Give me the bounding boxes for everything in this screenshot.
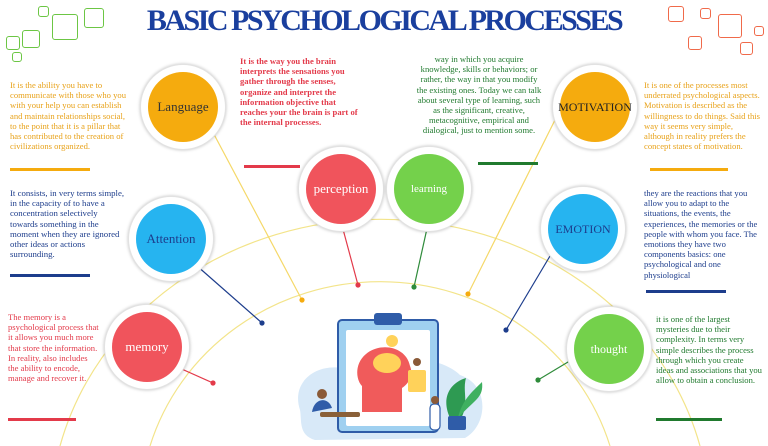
decor-square xyxy=(740,42,753,55)
connector-dot-memory xyxy=(210,380,216,386)
lightbulb-icon xyxy=(386,335,398,347)
connector-dot-motivation xyxy=(465,291,471,297)
emotion-label: EMOTION xyxy=(555,221,611,236)
person-sitting-head xyxy=(413,358,421,366)
learning-label: learning xyxy=(410,183,448,195)
memory-underline xyxy=(8,418,76,421)
motivation-text: It is one of the processes most underrat… xyxy=(644,80,761,152)
memory-node[interactable]: memory xyxy=(112,312,182,382)
perception-label: perception xyxy=(313,181,369,196)
decor-square xyxy=(754,26,764,36)
thought-label: thought xyxy=(590,341,628,356)
connector-emotion xyxy=(505,255,551,331)
books-icon xyxy=(408,370,426,392)
emotion-underline xyxy=(646,290,726,293)
decor-square xyxy=(38,6,49,17)
connector-motivation xyxy=(467,109,561,295)
connector-dot-thought xyxy=(535,377,541,383)
memory-text: The memory is a psychological process th… xyxy=(8,312,99,384)
connector-dot-language xyxy=(299,297,305,303)
plant-leaf xyxy=(458,382,483,418)
arc-inner xyxy=(149,281,611,446)
language-text: It is the ability you have to communicat… xyxy=(10,80,126,152)
decor-square xyxy=(12,52,22,62)
learning-underline xyxy=(478,162,538,165)
learning-text: way in which you acquire knowledge, skil… xyxy=(416,54,542,136)
scientist-head xyxy=(431,396,439,404)
decor-square xyxy=(84,8,104,28)
perception-text: It is the way you the brain interprets t… xyxy=(240,56,358,128)
brain-icon xyxy=(373,353,401,373)
plant-pot xyxy=(448,416,466,430)
attention-node[interactable]: Attention xyxy=(136,204,206,274)
decor-square xyxy=(6,36,20,50)
language-underline xyxy=(10,168,90,171)
connector-dot-attention xyxy=(259,320,265,326)
desk xyxy=(320,412,360,417)
page-title: BASIC PSYCHOLOGICAL PROCESSES xyxy=(146,4,624,37)
perception-node[interactable]: perception xyxy=(306,154,376,224)
attention-underline xyxy=(10,274,90,277)
motivation-node[interactable]: MOTIVATION xyxy=(558,72,632,142)
connector-dot-emotion xyxy=(503,327,509,333)
person-reading xyxy=(312,400,332,412)
decor-square xyxy=(22,30,40,48)
decor-square xyxy=(718,14,742,38)
thought-node[interactable]: thought xyxy=(574,314,644,384)
learning-node[interactable]: learning xyxy=(394,154,464,224)
decor-square xyxy=(668,6,684,22)
motivation-label: MOTIVATION xyxy=(558,99,632,114)
connector-dot-perception xyxy=(355,282,361,288)
decor-square xyxy=(688,36,702,50)
language-label: Language xyxy=(157,99,209,114)
brain-illustration xyxy=(298,313,483,440)
perception-underline xyxy=(244,165,300,168)
scientist-person xyxy=(429,403,441,431)
connector-dot-learning xyxy=(411,284,417,290)
thought-underline xyxy=(656,418,722,421)
motivation-underline xyxy=(650,168,728,171)
attention-text: It consists, in very terms simple, in th… xyxy=(10,188,125,260)
thought-text: it is one of the largest mysteries due t… xyxy=(656,314,762,386)
connector-learning xyxy=(413,223,429,288)
clipboard-clip xyxy=(374,313,402,325)
attention-label: Attention xyxy=(146,231,196,246)
person-reading-head xyxy=(317,389,327,399)
emotion-node[interactable]: EMOTION xyxy=(548,194,618,264)
language-node[interactable]: Language xyxy=(148,72,218,142)
connector-language xyxy=(199,107,303,301)
memory-label: memory xyxy=(125,339,169,354)
emotion-text: they are the reactions that you allow yo… xyxy=(644,188,758,280)
decor-square xyxy=(700,8,711,19)
decor-square xyxy=(52,14,78,40)
